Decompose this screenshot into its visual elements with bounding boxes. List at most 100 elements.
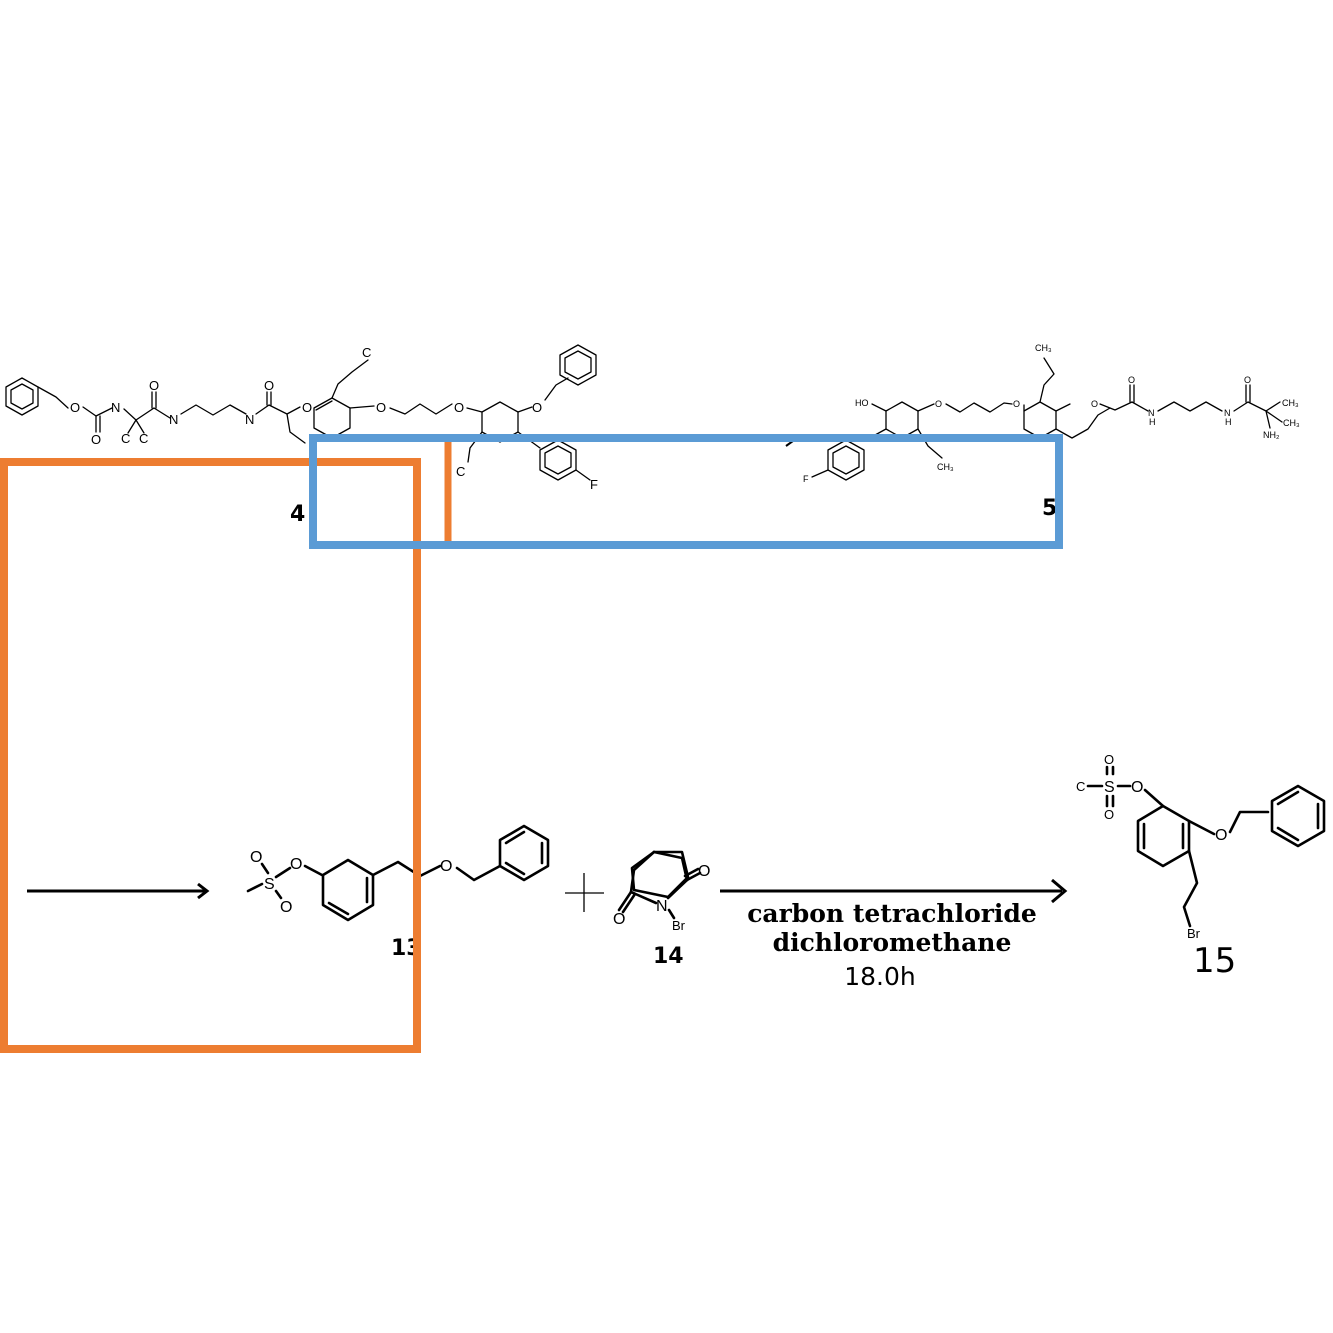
- orange-highlight-box: [0, 458, 421, 1053]
- bond-chain: [517, 406, 533, 413]
- bond-chain: [82, 406, 113, 417]
- bond-chain: [1131, 401, 1149, 412]
- bond-chain: [268, 404, 301, 415]
- arrowhead-icon: [1051, 878, 1068, 904]
- atom-nh2: NH₂: [1263, 430, 1280, 440]
- atom-o: O: [613, 911, 625, 928]
- aromatic-bond: [504, 861, 526, 876]
- compound-5-structure: HO O O CH₃ O O N H N H O CH₃ CH₃ NH₂: [803, 343, 1300, 484]
- bond-propyl: [180, 404, 247, 416]
- bond-methyl: [135, 419, 145, 434]
- bond-ring: [629, 890, 658, 905]
- atom-h: H: [1149, 417, 1156, 427]
- atom-o: O: [290, 856, 302, 873]
- bond-amine: [1265, 410, 1271, 429]
- aromatic-bond: [1276, 790, 1300, 806]
- compound-label-14: 14: [653, 944, 684, 969]
- bond-bromoethyl: [1182, 849, 1199, 928]
- bond-ring: [286, 413, 306, 444]
- atom-ho: HO: [855, 398, 869, 408]
- atom-o: O: [91, 432, 101, 447]
- atom-o: O: [935, 399, 942, 409]
- compound-4-structure: O O N C C O N N O O C O O: [5, 344, 598, 492]
- arrowhead-icon: [197, 882, 210, 900]
- compound-15-structure: C S O O O O Br: [1076, 752, 1326, 941]
- atom-h: H: [1225, 417, 1232, 427]
- bond-ring: [629, 850, 656, 894]
- compound-14-structure: O O N Br: [613, 850, 710, 933]
- atom-n: N: [1148, 408, 1155, 418]
- condition-time: 18.0h: [844, 962, 916, 991]
- chroman-aromatic-ring: [1023, 401, 1057, 439]
- bond-propyl: [1157, 401, 1223, 412]
- bond-chain: [917, 403, 935, 412]
- bond-methyl: [246, 882, 264, 893]
- bond-chain: [123, 407, 155, 421]
- atom-o: O: [1215, 827, 1227, 844]
- atom-o: O: [280, 899, 292, 916]
- atom-s: S: [1104, 779, 1115, 796]
- atom-n: N: [656, 898, 668, 915]
- atom-o: O: [1091, 399, 1098, 409]
- atom-ch3: CH₃: [1283, 418, 1300, 428]
- bond-chain: [1233, 401, 1249, 412]
- bond-ring: [1055, 403, 1071, 412]
- fluorophenyl-ring-inner: [832, 445, 860, 475]
- atom-c: C: [362, 345, 371, 360]
- condition-solvent-1: carbon tetrachloride: [747, 899, 1037, 928]
- benzene-ring: [559, 344, 597, 386]
- atom-o: O: [302, 400, 312, 415]
- bond-chain: [255, 404, 270, 415]
- bond-fluoro: [575, 469, 591, 481]
- atom-n: N: [111, 400, 120, 415]
- atom-ch3: CH₃: [937, 462, 954, 472]
- atom-n: N: [169, 412, 178, 427]
- bond-chain: [466, 407, 483, 413]
- bond-benzyl: [1228, 810, 1270, 834]
- atom-ch3: CH₃: [1035, 343, 1052, 353]
- atom-br: Br: [1187, 926, 1201, 941]
- atom-o: O: [1128, 375, 1135, 385]
- atom-o: O: [1131, 779, 1143, 796]
- bond-ring: [652, 850, 689, 882]
- atom-c: C: [1076, 779, 1085, 794]
- benzene-ring-inner: [564, 350, 592, 380]
- atom-o: O: [1104, 752, 1114, 767]
- atom-n: N: [1224, 408, 1231, 418]
- atom-o: O: [264, 378, 274, 393]
- atom-br: Br: [672, 918, 686, 933]
- aromatic-ring: [885, 401, 919, 439]
- benzene-ring: [1270, 784, 1326, 848]
- atom-n: N: [245, 412, 254, 427]
- aromatic-bond: [327, 901, 350, 916]
- compound-label-5: 5: [1042, 496, 1057, 521]
- atom-o: O: [149, 378, 159, 393]
- atom-o: O: [1104, 807, 1114, 822]
- compound-label-4: 4: [290, 502, 305, 527]
- compound-13-structure: O S O O O: [246, 824, 550, 922]
- bond-chain: [153, 407, 171, 419]
- bond-ring: [666, 878, 689, 900]
- bond-fluoro: [811, 469, 829, 478]
- atom-o: O: [1013, 399, 1020, 409]
- bond-benzyl: [455, 864, 502, 882]
- bond-chain: [349, 405, 375, 409]
- benzene-ring: [498, 824, 550, 882]
- blue-highlight-box: [309, 434, 1063, 549]
- atom-f: F: [803, 474, 809, 484]
- bond-chain: [1099, 401, 1133, 411]
- bond-carbonyl: [685, 871, 702, 882]
- atom-c: C: [139, 431, 148, 446]
- bond-propyl: [1039, 357, 1055, 403]
- bond-carbonyl: [621, 892, 637, 914]
- bond-oc: [1143, 788, 1165, 808]
- bond-ethyl: [917, 428, 943, 459]
- compound-label-15: 15: [1193, 941, 1236, 981]
- bond-chain: [37, 386, 69, 409]
- bond-oc: [1187, 819, 1216, 836]
- benzene-ring-inner: [10, 383, 34, 410]
- atom-o: O: [532, 400, 542, 415]
- aromatic-bond: [1276, 826, 1300, 842]
- bond-methyl: [1265, 410, 1283, 423]
